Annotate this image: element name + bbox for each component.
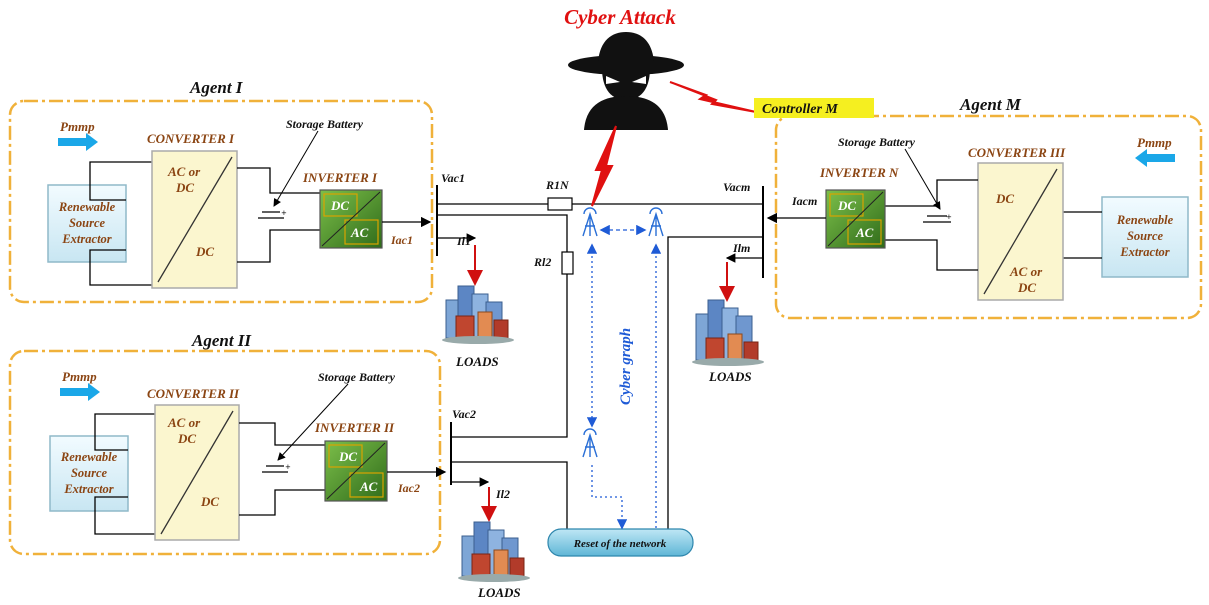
ilm-label: Ilm (732, 241, 750, 255)
converter-2-out: DC (200, 494, 219, 509)
inverter-2-in: DC (338, 449, 357, 464)
converter-2-label: CONVERTER II (147, 386, 240, 401)
antenna-3 (582, 428, 598, 458)
converter-1-label: CONVERTER I (147, 131, 235, 146)
converter-m-in-b: DC (1017, 280, 1036, 295)
controller-label: Controller M (762, 102, 838, 117)
converter-2-in-b: DC (177, 431, 196, 446)
il1-label: Il1 (456, 234, 471, 248)
inverter-1-label: INVERTER I (302, 170, 378, 185)
reset-network-label: Reset of the network (573, 538, 667, 550)
converter-1-out: DC (195, 244, 214, 259)
source-label-2c: Extractor (63, 482, 113, 496)
loads-label-1: LOADS (455, 354, 499, 369)
converter-m-label: CONVERTER III (968, 145, 1066, 160)
inverter-1-in: DC (330, 198, 349, 213)
converter-1-in-a: AC or (167, 164, 201, 179)
rl2-label: Rl2 (533, 255, 551, 269)
inverter-m-in: DC (837, 198, 856, 213)
iacm-label: Iacm (791, 194, 817, 208)
inverter-2-label: INVERTER II (314, 420, 395, 435)
attack-bolt-controller (669, 81, 757, 113)
source-label-1b: Source (69, 216, 106, 230)
antenna-1 (582, 207, 598, 237)
pmmp-arrow-1 (58, 138, 88, 146)
source-extractor-2 (49, 435, 129, 512)
r1n-label: R1N (545, 178, 570, 192)
inverter-m-label: INVERTER N (819, 165, 899, 180)
inverter-1-out: AC (350, 225, 369, 240)
loads-label-2: LOADS (477, 585, 521, 600)
pmmp-arrow-2 (60, 388, 90, 396)
iac1-label: Iac1 (390, 233, 413, 247)
vacm-label: Vacm (723, 180, 750, 194)
battery-2-label: Storage Battery (318, 370, 396, 384)
source-label-1a: Renewable (58, 200, 116, 214)
loads-icon-m (692, 299, 764, 366)
converter-2-in-a: AC or (167, 415, 201, 430)
iac2-label: Iac2 (397, 481, 420, 495)
converter-m-out: DC (995, 191, 1014, 206)
controller-badge (754, 98, 874, 118)
resistor-rl2 (561, 251, 574, 275)
source-extractor-1 (47, 184, 127, 263)
vac1-label: Vac1 (441, 171, 465, 185)
pmmp-label-2: Pmmp (62, 369, 97, 384)
inverter-m-out: AC (855, 225, 874, 240)
pmmp-label-1: Pmmp (60, 119, 95, 134)
inverter-2-out: AC (359, 479, 378, 494)
hacker-icon (568, 32, 684, 130)
converter-1-in-b: DC (175, 180, 194, 195)
il2-label: Il2 (495, 487, 510, 501)
source-label-1c: Extractor (61, 232, 111, 246)
source-extractor-m (1101, 196, 1189, 278)
resistor-r1n (547, 197, 573, 211)
agent-1-label: Agent I (189, 78, 244, 97)
loads-label-m: LOADS (708, 369, 752, 384)
agent-2-label: Agent II (191, 331, 252, 350)
svg-text:+: + (281, 209, 287, 217)
agent-2-frame (8, 349, 442, 556)
agent-1-frame (8, 99, 434, 304)
source-label-ma: Renewable (1116, 213, 1174, 227)
loads-icon-1 (442, 285, 514, 344)
svg-text:+: + (285, 463, 291, 471)
agent-m-label: Agent M (959, 95, 1022, 114)
pmmp-label-m: Pmmp (1137, 135, 1172, 150)
source-label-mc: Extractor (1119, 245, 1169, 259)
loads-icon-2 (458, 521, 530, 582)
source-label-mb: Source (1127, 229, 1164, 243)
cyber-attack-title: Cyber Attack (564, 5, 676, 29)
source-label-2a: Renewable (60, 450, 118, 464)
battery-m-label: Storage Battery (838, 135, 916, 149)
antenna-2 (648, 207, 664, 237)
vac2-label: Vac2 (452, 407, 476, 421)
attack-bolt-antenna (591, 125, 617, 207)
source-label-2b: Source (71, 466, 108, 480)
pmmp-arrow-m (1145, 154, 1175, 162)
converter-m-in-a: AC or (1009, 264, 1043, 279)
battery-1-label: Storage Battery (286, 117, 364, 131)
svg-text:+: + (946, 213, 952, 221)
cyber-graph-label: Cyber graph (618, 328, 634, 405)
